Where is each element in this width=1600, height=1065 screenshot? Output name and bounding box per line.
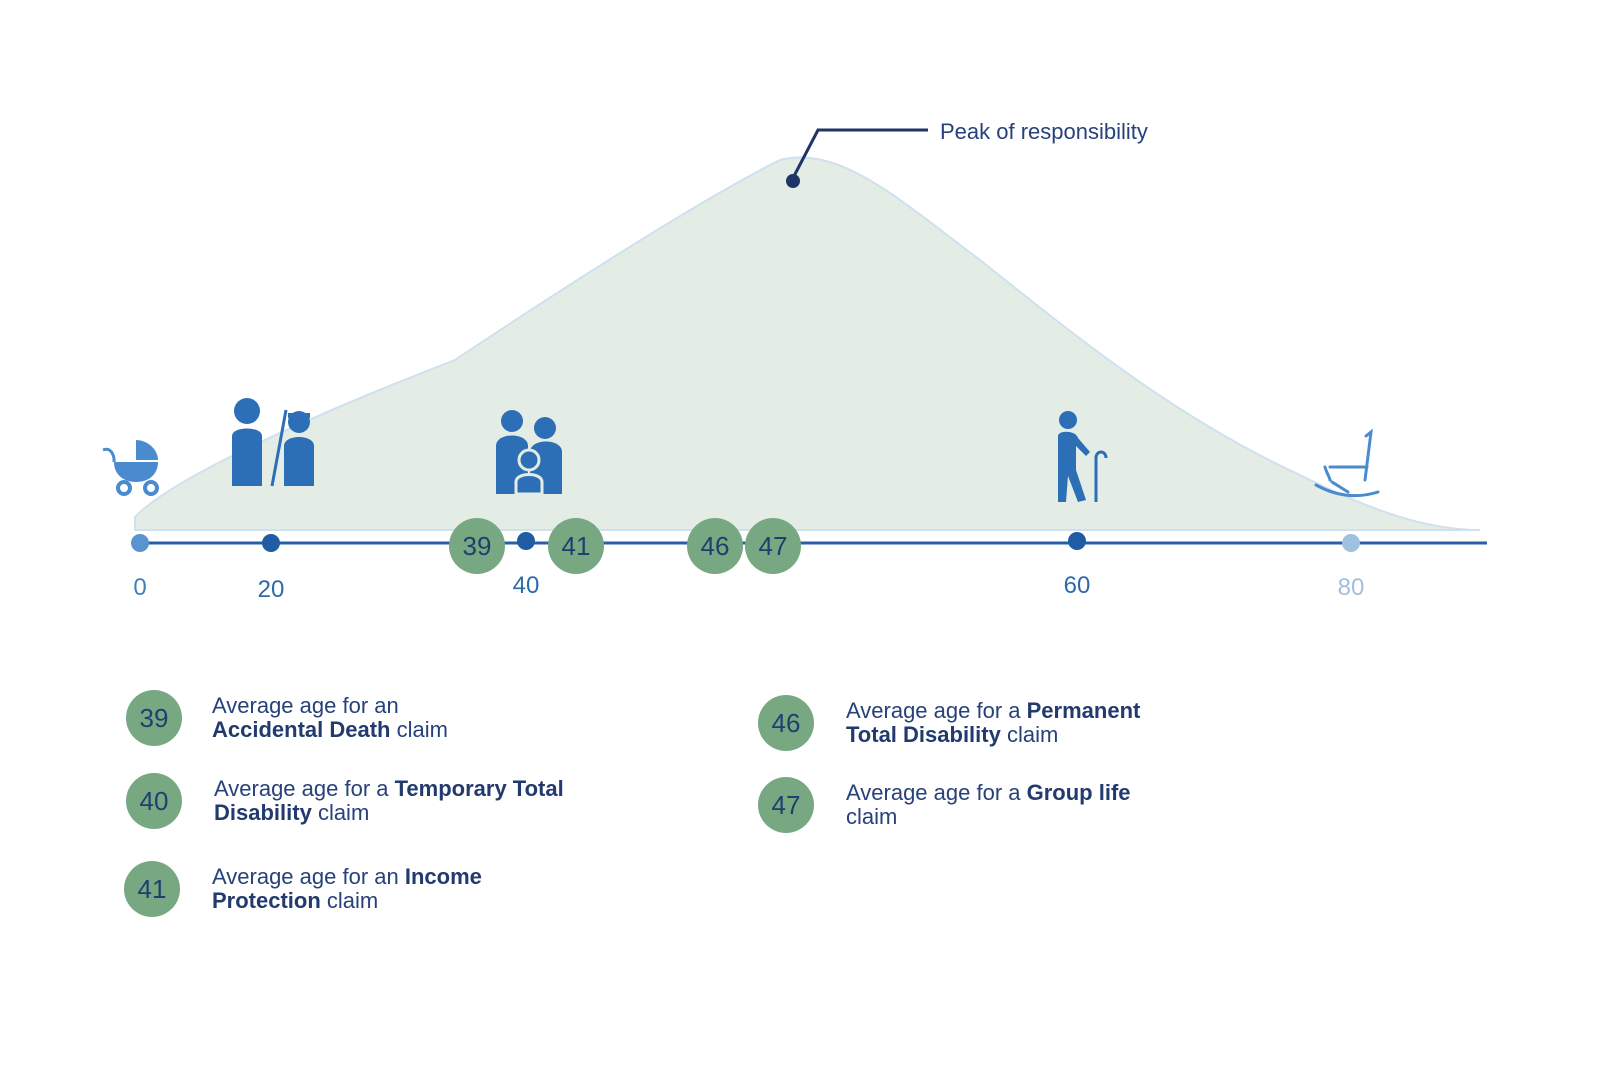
legend-text: Average age for a Permanent Total Disabi… [846, 698, 1141, 747]
legend-item-47: 47 Average age for a Group life claim [758, 777, 1166, 833]
legend-badge: 47 [758, 777, 814, 833]
tick-dot-20 [262, 534, 280, 552]
elderly-with-cane-icon [1058, 411, 1108, 502]
legend-badge: 46 [758, 695, 814, 751]
age-marker-39: 39 [449, 518, 505, 574]
peak-label: Peak of responsibility [940, 119, 1148, 144]
legend-text: Average age for an Income Protection cla… [212, 864, 482, 913]
legend-text: Average age for an Accidental Death clai… [212, 693, 448, 742]
tick-dot-0 [131, 534, 149, 552]
age-marker-46: 46 [687, 518, 743, 574]
legend-item-40: 40 Average age for a Temporary Total Dis… [126, 773, 614, 829]
legend-item-41: 41 Average age for an Income Protection … [124, 861, 522, 917]
tick-dot-40 [517, 532, 535, 550]
tick-dot-80 [1342, 534, 1360, 552]
tick-label-40: 40 [513, 572, 540, 599]
legend-text: Average age for a Temporary Total Disabi… [214, 776, 564, 825]
svg-text:47: 47 [759, 531, 788, 561]
age-marker-41: 41 [548, 518, 604, 574]
legend-item-46: 46 Average age for a Permanent Total Dis… [758, 695, 1176, 751]
family-icon [496, 410, 562, 496]
tick-label-20: 20 [258, 576, 285, 603]
legend-text: Average age for a Group life claim [846, 780, 1131, 829]
tick-label-0: 0 [133, 574, 146, 601]
tick-dot-60 [1068, 532, 1086, 550]
rocking-chair-icon [1314, 428, 1380, 498]
svg-text:39: 39 [463, 531, 492, 561]
legend-badge: 39 [126, 690, 182, 746]
peak-dot [786, 174, 800, 188]
legend-item-39: 39 Average age for an Accidental Death c… [126, 690, 492, 746]
tick-label-60: 60 [1064, 572, 1091, 599]
tick-label-80: 80 [1338, 574, 1365, 601]
stroller-icon [102, 440, 159, 496]
peak-leader-line [791, 128, 928, 179]
age-marker-47: 47 [745, 518, 801, 574]
svg-text:46: 46 [701, 531, 730, 561]
legend-badge: 40 [126, 773, 182, 829]
responsibility-curve [134, 156, 1481, 531]
svg-text:41: 41 [562, 531, 591, 561]
graduates-icon [232, 398, 314, 487]
legend-badge: 41 [124, 861, 180, 917]
